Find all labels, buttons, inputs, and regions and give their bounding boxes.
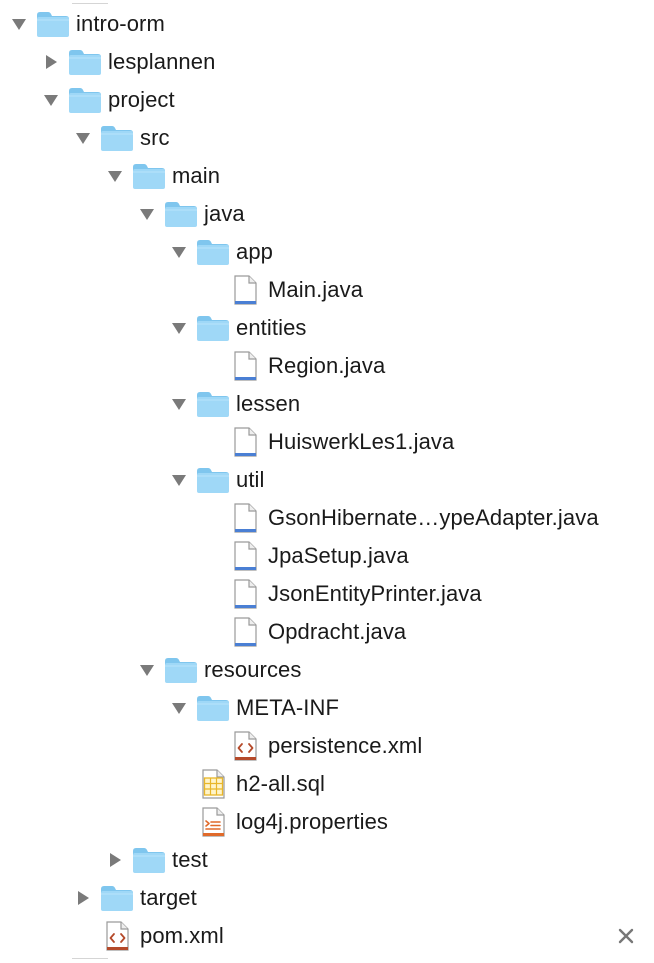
close-icon[interactable] <box>616 926 636 946</box>
tree-file-main-java[interactable]: Main.java <box>0 271 654 309</box>
tree-folder-test[interactable]: test <box>0 841 654 879</box>
java-file-icon <box>230 351 260 381</box>
tree-folder-java[interactable]: java <box>0 195 654 233</box>
tree-item-label: lessen <box>236 391 301 416</box>
disclosure-expanded-icon[interactable] <box>107 168 123 184</box>
java-file-icon <box>230 427 260 457</box>
java-file-icon <box>230 579 260 609</box>
folder-icon <box>196 693 230 723</box>
tree-item-label: persistence.xml <box>268 733 423 758</box>
tree-folder-intro-orm[interactable]: intro-orm <box>0 5 654 43</box>
tree-folder-lessen[interactable]: lessen <box>0 385 654 423</box>
disclosure-collapsed-icon[interactable] <box>107 852 123 868</box>
tree-item-label: h2-all.sql <box>236 771 326 796</box>
disclosure-expanded-icon[interactable] <box>139 206 155 222</box>
tree-folder-project[interactable]: project <box>0 81 654 119</box>
disclosure-expanded-icon[interactable] <box>139 662 155 678</box>
disclosure-collapsed-icon[interactable] <box>43 54 59 70</box>
folder-icon <box>164 199 198 229</box>
tree-item-label: Opdracht.java <box>268 619 407 644</box>
folder-icon <box>68 85 102 115</box>
java-file-icon <box>230 541 260 571</box>
tree-folder-meta-inf[interactable]: META-INF <box>0 689 654 727</box>
tree-file-jpasetup-java[interactable]: JpaSetup.java <box>0 537 654 575</box>
xml-file-icon <box>102 921 132 951</box>
tree-folder-resources[interactable]: resources <box>0 651 654 689</box>
disclosure-expanded-icon[interactable] <box>75 130 91 146</box>
tree-item-label: Region.java <box>268 353 386 378</box>
tree-item-label: GsonHibernate…ypeAdapter.java <box>268 505 599 530</box>
tree-file-opdracht-java[interactable]: Opdracht.java <box>0 613 654 651</box>
tree-item-label: java <box>204 201 245 226</box>
java-file-icon <box>230 617 260 647</box>
tree-item-label: lesplannen <box>108 49 216 74</box>
tree-item-label: entities <box>236 315 307 340</box>
tree-folder-app[interactable]: app <box>0 233 654 271</box>
tree-item-label: resources <box>204 657 302 682</box>
disclosure-expanded-icon[interactable] <box>43 92 59 108</box>
folder-icon <box>196 313 230 343</box>
folder-icon <box>196 465 230 495</box>
tree-folder-src[interactable]: src <box>0 119 654 157</box>
folder-icon <box>100 123 134 153</box>
disclosure-expanded-icon[interactable] <box>11 16 27 32</box>
tree-folder-main[interactable]: main <box>0 157 654 195</box>
disclosure-expanded-icon[interactable] <box>171 472 187 488</box>
tree-item-label: main <box>172 163 221 188</box>
tree-file-jsonentityprinter-java[interactable]: JsonEntityPrinter.java <box>0 575 654 613</box>
tree-item-label: target <box>140 885 197 910</box>
java-file-icon <box>230 503 260 533</box>
tree-folder-target[interactable]: target <box>0 879 654 917</box>
folder-icon <box>36 9 70 39</box>
tree-folder-lesplannen[interactable]: lesplannen <box>0 43 654 81</box>
disclosure-expanded-icon[interactable] <box>171 244 187 260</box>
tree-file-pom-xml[interactable]: pom.xml <box>0 917 654 955</box>
disclosure-collapsed-icon[interactable] <box>75 890 91 906</box>
tree-item-label: pom.xml <box>140 923 224 948</box>
folder-icon <box>196 389 230 419</box>
tree-file-huiswerkles1-java[interactable]: HuiswerkLes1.java <box>0 423 654 461</box>
previous-row-edge <box>72 0 108 4</box>
tree-folder-entities[interactable]: entities <box>0 309 654 347</box>
folder-icon <box>68 47 102 77</box>
tree-item-label: project <box>108 87 175 112</box>
xml-file-icon <box>230 731 260 761</box>
disclosure-expanded-icon[interactable] <box>171 700 187 716</box>
tree-item-label: META-INF <box>236 695 340 720</box>
tree-item-label: HuiswerkLes1.java <box>268 429 455 454</box>
tree-item-label: util <box>236 467 265 492</box>
folder-icon <box>196 237 230 267</box>
tree-file-h2-all-sql[interactable]: h2-all.sql <box>0 765 654 803</box>
tree-folder-util[interactable]: util <box>0 461 654 499</box>
tree-item-label: JsonEntityPrinter.java <box>268 581 482 606</box>
tree-file-log4j-properties[interactable]: log4j.properties <box>0 803 654 841</box>
java-file-icon <box>230 275 260 305</box>
tree-item-label: Main.java <box>268 277 364 302</box>
tree-file-persistence-xml[interactable]: persistence.xml <box>0 727 654 765</box>
folder-icon <box>132 161 166 191</box>
folder-icon <box>164 655 198 685</box>
sql-file-icon <box>198 769 228 799</box>
tree-item-label: log4j.properties <box>236 809 389 834</box>
properties-file-icon <box>198 807 228 837</box>
disclosure-expanded-icon[interactable] <box>171 396 187 412</box>
tree-item-label: intro-orm <box>76 11 165 36</box>
next-row-edge <box>72 958 108 963</box>
folder-icon <box>100 883 134 913</box>
disclosure-expanded-icon[interactable] <box>171 320 187 336</box>
tree-item-label: app <box>236 239 274 264</box>
tree-file-gsonhibernate-ypeadapter-java[interactable]: GsonHibernate…ypeAdapter.java <box>0 499 654 537</box>
tree-item-label: JpaSetup.java <box>268 543 409 568</box>
folder-icon <box>132 845 166 875</box>
tree-item-label: test <box>172 847 208 872</box>
tree-file-region-java[interactable]: Region.java <box>0 347 654 385</box>
tree-item-label: src <box>140 125 170 150</box>
